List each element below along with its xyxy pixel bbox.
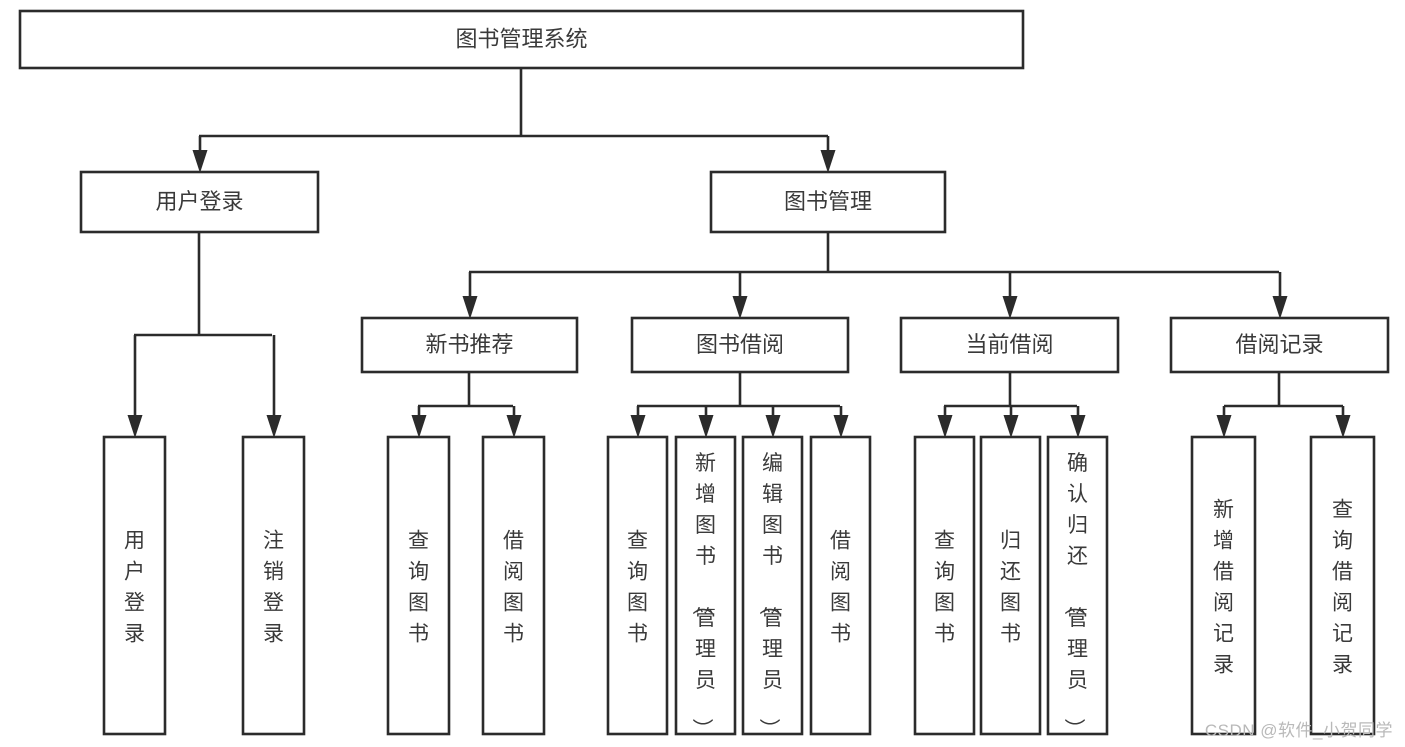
node-label: 新增图书（管理员）	[690, 452, 716, 739]
node-box[interactable]	[899, 316, 1120, 374]
node-leaf-records-add[interactable]: 新增借阅记录	[1190, 435, 1257, 736]
arrow-head-icon	[462, 296, 478, 319]
node-label: 图书管理系统	[455, 26, 587, 51]
node-label: 查询图书	[934, 530, 955, 646]
node-leaf-records-query[interactable]: 查询借阅记录	[1309, 435, 1376, 736]
arrow-head-icon	[1335, 415, 1351, 438]
node-box[interactable]	[674, 435, 737, 736]
node-label: 查询图书	[408, 530, 429, 646]
node-box[interactable]	[79, 170, 320, 234]
node-label: 借阅图书	[830, 530, 851, 646]
node-box[interactable]	[1309, 435, 1376, 736]
node-label: 图书借阅	[696, 332, 784, 357]
arrow-head-icon	[506, 415, 522, 438]
arrow-head-icon	[833, 415, 849, 438]
node-label: 用户登录	[124, 530, 145, 646]
arrow-head-icon	[1070, 415, 1086, 438]
node-label: 查询图书	[627, 530, 648, 646]
arrow-head-icon	[630, 415, 646, 438]
node-leaf-user-logout[interactable]: 注销登录	[241, 435, 306, 736]
node-leaf-current-return[interactable]: 归还图书	[979, 435, 1042, 736]
node-leaf-newbook-borrow[interactable]: 借阅图书	[481, 435, 546, 736]
node-box[interactable]	[241, 435, 306, 736]
node-label: 新增借阅记录	[1213, 499, 1234, 677]
node-root[interactable]: 图书管理系统	[18, 9, 1025, 70]
arrow-head-icon	[765, 415, 781, 438]
arrow-head-icon	[192, 150, 208, 173]
node-box[interactable]	[1169, 316, 1390, 374]
node-box[interactable]	[360, 316, 579, 374]
connector-layer	[127, 68, 1351, 438]
node-leaf-current-confirm[interactable]: 确认归还（管理员）	[1046, 435, 1109, 739]
arrow-head-icon	[937, 415, 953, 438]
arrow-head-icon	[1272, 296, 1288, 319]
csdn-watermark: CSDN @软件_小贺同学	[1204, 721, 1393, 740]
node-records[interactable]: 借阅记录	[1169, 316, 1390, 374]
node-leaf-borrow-add[interactable]: 新增图书（管理员）	[674, 435, 737, 739]
node-leaf-borrow-query[interactable]: 查询图书	[606, 435, 669, 736]
node-newbook[interactable]: 新书推荐	[360, 316, 579, 374]
node-box[interactable]	[1046, 435, 1109, 736]
node-leaf-borrow-borrow[interactable]: 借阅图书	[809, 435, 872, 736]
arrow-head-icon	[698, 415, 714, 438]
arrow-head-icon	[411, 415, 427, 438]
node-label: 注销登录	[263, 530, 284, 646]
node-borrow[interactable]: 图书借阅	[630, 316, 850, 374]
arrow-head-icon	[1003, 415, 1019, 438]
node-box[interactable]	[386, 435, 451, 736]
node-label: 图书管理	[784, 189, 872, 214]
node-label: 当前借阅	[965, 332, 1053, 357]
node-leaf-newbook-query[interactable]: 查询图书	[386, 435, 451, 736]
node-box[interactable]	[630, 316, 850, 374]
node-current[interactable]: 当前借阅	[899, 316, 1120, 374]
arrow-head-icon	[820, 150, 836, 173]
arrow-head-icon	[127, 415, 143, 438]
node-label: 查询借阅记录	[1332, 499, 1353, 677]
node-bookmgmt[interactable]: 图书管理	[709, 170, 947, 234]
node-login[interactable]: 用户登录	[79, 170, 320, 234]
arrow-head-icon	[1216, 415, 1232, 438]
node-box[interactable]	[102, 435, 167, 736]
node-box[interactable]	[809, 435, 872, 736]
node-box[interactable]	[913, 435, 976, 736]
node-box[interactable]	[741, 435, 804, 736]
node-label: 归还图书	[1000, 530, 1021, 646]
arrow-head-icon	[266, 415, 282, 438]
node-box[interactable]	[709, 170, 947, 234]
node-box[interactable]	[481, 435, 546, 736]
arrow-head-icon	[732, 296, 748, 319]
node-label: 借阅记录	[1235, 332, 1323, 357]
arrow-head-icon	[1002, 296, 1018, 319]
node-layer: 图书管理系统用户登录图书管理新书推荐图书借阅当前借阅借阅记录用户登录注销登录查询…	[18, 9, 1390, 739]
node-label: 借阅图书	[503, 530, 524, 646]
node-leaf-current-query[interactable]: 查询图书	[913, 435, 976, 736]
node-box[interactable]	[18, 9, 1025, 70]
node-box[interactable]	[1190, 435, 1257, 736]
node-leaf-borrow-edit[interactable]: 编辑图书（管理员）	[741, 435, 804, 739]
node-leaf-user-login[interactable]: 用户登录	[102, 435, 167, 736]
node-label: 编辑图书（管理员）	[757, 452, 783, 739]
node-label: 确认归还（管理员）	[1062, 452, 1088, 739]
node-label: 新书推荐	[425, 332, 513, 357]
node-label: 用户登录	[155, 189, 243, 214]
node-box[interactable]	[979, 435, 1042, 736]
node-box[interactable]	[606, 435, 669, 736]
